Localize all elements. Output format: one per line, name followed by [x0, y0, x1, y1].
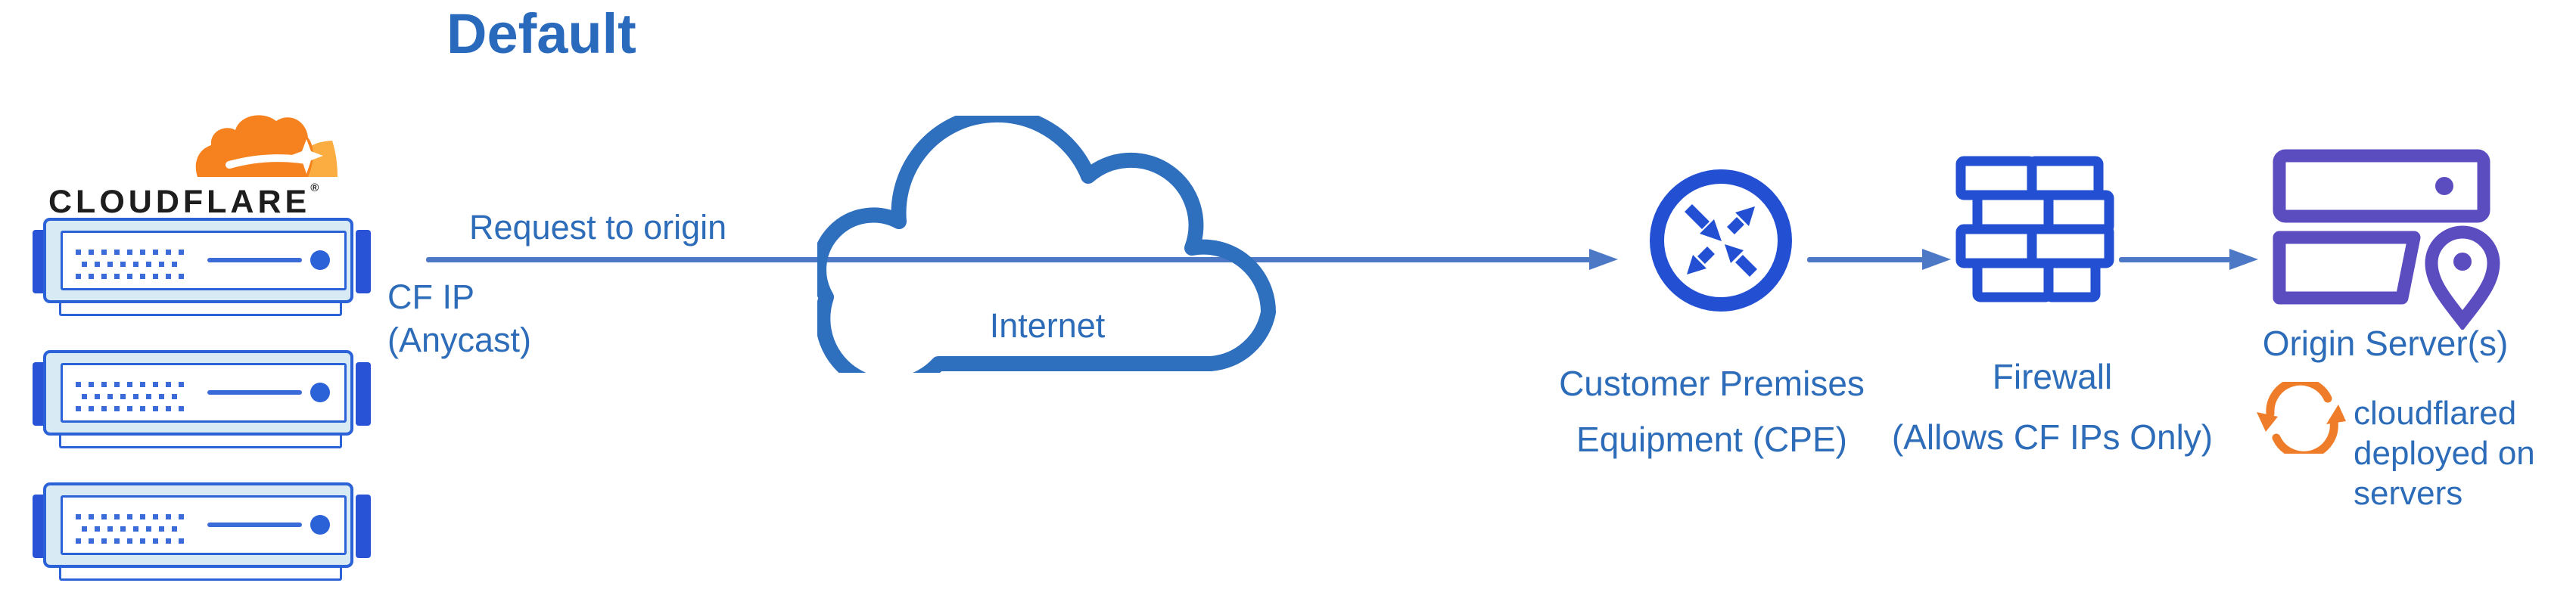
power-led: [310, 383, 330, 402]
origin-servers-label: Origin Server(s): [2262, 324, 2509, 363]
server-body: [43, 350, 353, 436]
edge-server-icon: [33, 218, 371, 331]
firewall-label: Firewall (Allows CF IPs Only): [1863, 346, 2242, 467]
vent-dots: [82, 394, 179, 399]
server-panel: [61, 495, 347, 555]
cloudflared-label: cloudflared deployed on servers: [2354, 393, 2535, 513]
drive-slot: [207, 523, 302, 527]
vent-dots: [76, 382, 185, 387]
vent-dots: [82, 262, 179, 267]
vent-dots: [76, 514, 185, 519]
cloudflare-logo-icon: [195, 115, 338, 177]
origin-servers-icon: [2273, 149, 2500, 330]
cpe-to-firewall-arrow-line: [1807, 257, 1924, 262]
registered-mark: ®: [310, 181, 319, 194]
vent-dots: [76, 274, 185, 279]
drive-slot: [207, 258, 302, 262]
server-right-tab: [356, 495, 371, 558]
request-to-origin-label: Request to origin: [469, 208, 727, 247]
cloudflared-line-3: servers: [2354, 475, 2463, 512]
vent-dots: [82, 526, 179, 532]
vent-dots: [76, 406, 185, 411]
anycast-line: (Anycast): [387, 321, 532, 359]
cf-ip-anycast-label: CF IP (Anycast): [387, 275, 531, 361]
server-body: [43, 482, 353, 568]
cloudflared-line-2: deployed on: [2354, 435, 2535, 472]
internet-label: Internet: [989, 306, 1106, 345]
server-right-tab: [356, 230, 371, 293]
cpe-label: Customer Premises Equipment (CPE): [1523, 355, 1901, 467]
firewall-to-origin-arrow-head-icon: [2229, 249, 2258, 270]
wordmark-text: CLOUDFLARE: [48, 184, 311, 220]
cf-ip-line: CF IP: [387, 278, 475, 316]
request-arrow-line: [426, 257, 1591, 262]
cloudflare-wordmark: CLOUDFLARE®: [48, 181, 319, 221]
edge-server-icon: [33, 350, 371, 464]
server-body: [43, 218, 353, 303]
power-led: [310, 250, 330, 270]
server-panel: [61, 231, 347, 290]
firewall-line-1: Firewall: [1992, 357, 2113, 396]
drive-slot: [207, 390, 302, 395]
cpe-to-firewall-arrow-head-icon: [1922, 249, 1951, 270]
cpe-line-1: Customer Premises: [1559, 364, 1865, 403]
cpe-line-2: Equipment (CPE): [1576, 420, 1847, 459]
cpe-router-arrows-icon: [1685, 204, 1757, 277]
power-led: [310, 515, 330, 535]
internet-cloud-icon: [817, 116, 1277, 373]
firewall-to-origin-arrow-line: [2119, 257, 2231, 262]
request-arrow-head-icon: [1589, 249, 1618, 270]
vent-dots: [76, 250, 185, 255]
page-title: Default: [446, 2, 636, 65]
vent-dots: [76, 538, 185, 544]
cloudflared-line-1: cloudflared: [2354, 395, 2517, 432]
cloudflared-sync-icon: [2257, 382, 2346, 454]
edge-server-icon: [33, 482, 371, 596]
firewall-line-2: (Allows CF IPs Only): [1891, 417, 2214, 457]
server-panel: [61, 363, 347, 423]
server-right-tab: [356, 362, 371, 426]
firewall-icon: [1955, 156, 2114, 302]
